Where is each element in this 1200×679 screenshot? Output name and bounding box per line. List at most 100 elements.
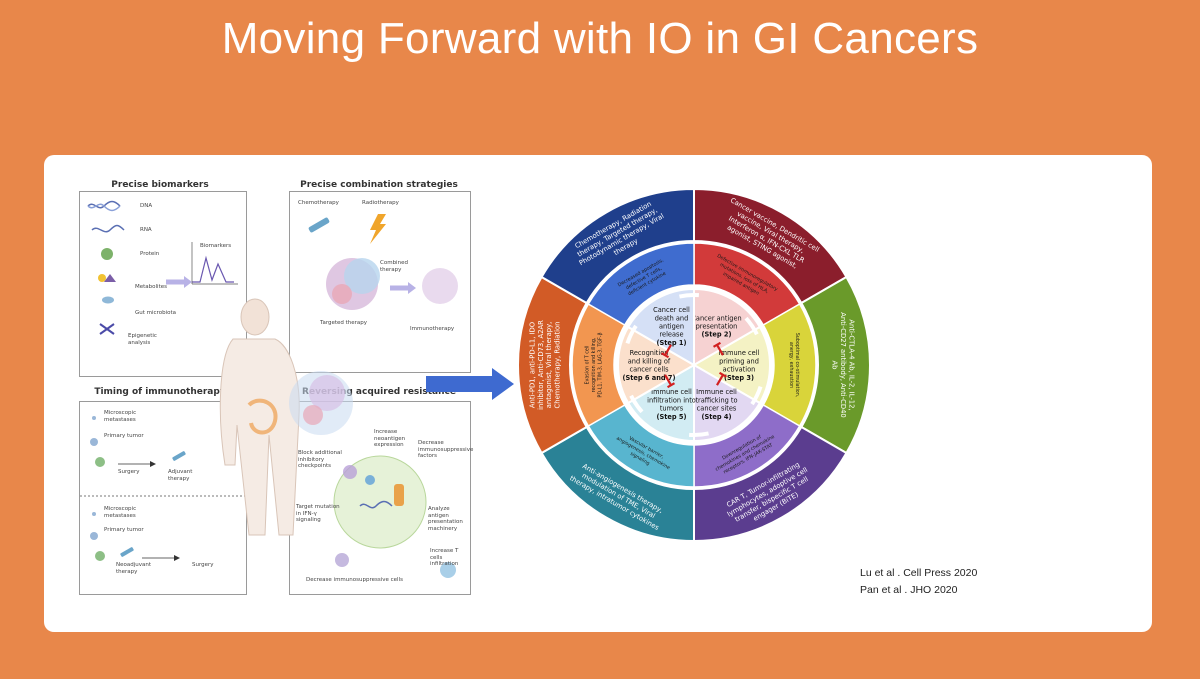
body-icon — [219, 338, 300, 536]
step-label: trafficking to — [695, 396, 737, 404]
arrow-shaft — [426, 376, 492, 392]
resistance-label: Target mutation in IFN-γ signaling — [296, 504, 340, 524]
step-label: infiltration into — [647, 396, 696, 404]
biomarker-item: DNA — [140, 203, 153, 209]
middle-ring-line: Suboptimal co-stimulation, — [794, 333, 800, 398]
step-segment — [691, 325, 771, 405]
step-label: death and — [655, 314, 689, 322]
cycle-arrow — [625, 324, 638, 345]
resistance-label: Analyze antigen presentation machinery — [428, 506, 463, 532]
step-label: Recognition — [630, 349, 669, 357]
inhibition-mark — [716, 371, 727, 386]
step-label: and killing of — [628, 357, 671, 365]
step-label: (Step 4) — [701, 413, 731, 421]
timing-graphic — [80, 416, 246, 561]
inhibition-mark — [712, 341, 724, 356]
middle-ring-segment — [587, 242, 695, 327]
resistance-label: Increase T cells infiltration — [430, 548, 459, 568]
middle-ring-line: PD-L1, TIM-3, LAG-3, TGF-β — [597, 332, 603, 397]
step-label: activation — [723, 366, 756, 374]
biomarker-item: Gut microbiota — [135, 310, 176, 316]
metabolites-icon — [98, 274, 106, 282]
resistance-label: Decrease immunosuppressive factors — [418, 440, 474, 460]
timing-label: Microscopic metastases — [104, 506, 137, 519]
rna-icon — [91, 224, 125, 233]
step-label: Cancer cell — [653, 306, 690, 314]
arrow-head — [492, 368, 514, 400]
biomarkers-graphic — [87, 200, 238, 335]
middle-ring-line: anergy, exhaustion — [788, 342, 794, 388]
step-label: priming and — [719, 357, 759, 365]
step-label: Immune cell — [651, 388, 692, 396]
slide-title: Moving Forward with IO in GI Cancers — [221, 14, 979, 63]
middle-ring-text: Suboptimal co-stimulation,anergy, exhaus… — [788, 333, 800, 398]
human-silhouette — [219, 298, 353, 536]
cycle-arrow — [744, 316, 759, 336]
timing-label: Neoadjuvant therapy — [116, 562, 152, 575]
step-segment — [626, 287, 695, 367]
cycle-arrow — [750, 385, 763, 406]
outer-ring-line: Chemotherapy, Radiation — [554, 322, 562, 409]
step-label: Immune cell — [696, 388, 737, 396]
outer-ring-line: Anti-CD27 antibody, Anti-CD40 — [839, 312, 847, 418]
outer-ring-line: antagonist, Viral therapy, — [545, 322, 553, 409]
outer-ring-line: Anti-PD1, anti-PD-L1, IDO — [528, 322, 536, 408]
step-label: tumors — [660, 405, 684, 413]
step-label: release — [659, 331, 683, 339]
lightning-icon — [370, 214, 386, 244]
combination-graphic — [308, 214, 458, 310]
resistance-label: Decrease immunosuppressive cells — [306, 577, 403, 583]
resistance-title: Reversing acquired resistance — [302, 387, 456, 397]
biomarker-item: Metabolites — [135, 284, 167, 290]
combination-label: Combined therapy — [380, 260, 408, 273]
timing-label: Adjuvant therapy — [168, 469, 193, 482]
flow-arrow — [426, 368, 514, 400]
biomarkers-title: Precise biomarkers — [111, 180, 209, 190]
outer-ring-line: Anti-CTLA-4 Ab, IL-2, IL-12, — [847, 319, 855, 410]
treated-tumor-icon — [422, 268, 458, 304]
inhibition-mark — [664, 374, 676, 389]
resistance-graphic — [333, 455, 456, 578]
timing-title: Timing of immunotherapy — [94, 387, 226, 397]
step-segment — [693, 363, 762, 443]
syringe-icon — [308, 217, 330, 233]
resistance-label: Block additional inhibitory checkpoints — [298, 450, 342, 470]
gut-icon — [247, 398, 278, 435]
timing-label: Surgery — [118, 469, 140, 475]
step-label: cancer sites — [697, 405, 737, 413]
cycle-arrow — [679, 293, 700, 299]
inhibition-mark — [661, 344, 672, 359]
combination-title: Precise combination strategies — [300, 180, 458, 190]
combination-label: Immunotherapy — [410, 326, 455, 332]
step-label: cancer cells — [629, 366, 669, 374]
step-label: antigen — [659, 323, 684, 331]
cycle-arrow — [629, 394, 644, 414]
timing-label: Primary tumor — [104, 433, 144, 439]
combination-label: Radiotherapy — [362, 200, 399, 206]
citation: Lu et al . Cell Press 2020 — [860, 567, 978, 579]
outer-ring-segment — [540, 187, 695, 305]
timing-label: Primary tumor — [104, 527, 144, 533]
step-label: Immune cell — [719, 349, 760, 357]
resistance-label: Increase neoantigen expression — [374, 429, 406, 449]
step-label: Cancer antigen — [691, 314, 741, 322]
step-segment — [693, 287, 762, 367]
step-label: (Step 3) — [724, 374, 754, 382]
combination-panel: Chemotherapy Radiotherapy Combined thera… — [289, 191, 471, 373]
cycle-arrow — [688, 431, 709, 437]
biomarkers-result: Biomarkers — [200, 243, 232, 249]
protein-icon — [101, 248, 113, 260]
biomarker-item: RNA — [140, 227, 152, 233]
biomarkers-panel: DNA RNA Protein Metabolites Gut microbio… — [79, 191, 247, 377]
step-label: (Step 2) — [701, 331, 731, 339]
outer-ring-line: Ab — [831, 361, 839, 370]
citation: Pan et al . JHO 2020 — [860, 584, 958, 596]
biomarker-peaks — [192, 255, 234, 283]
step-label: presentation — [696, 323, 738, 331]
outer-ring-line: inhibitor, Anti-CD73, A2AR — [537, 320, 545, 410]
step-label: (Step 6 and 7) — [622, 374, 675, 382]
epigenetic-icon — [99, 323, 115, 335]
timing-label: Microscopic metastases — [104, 410, 137, 423]
